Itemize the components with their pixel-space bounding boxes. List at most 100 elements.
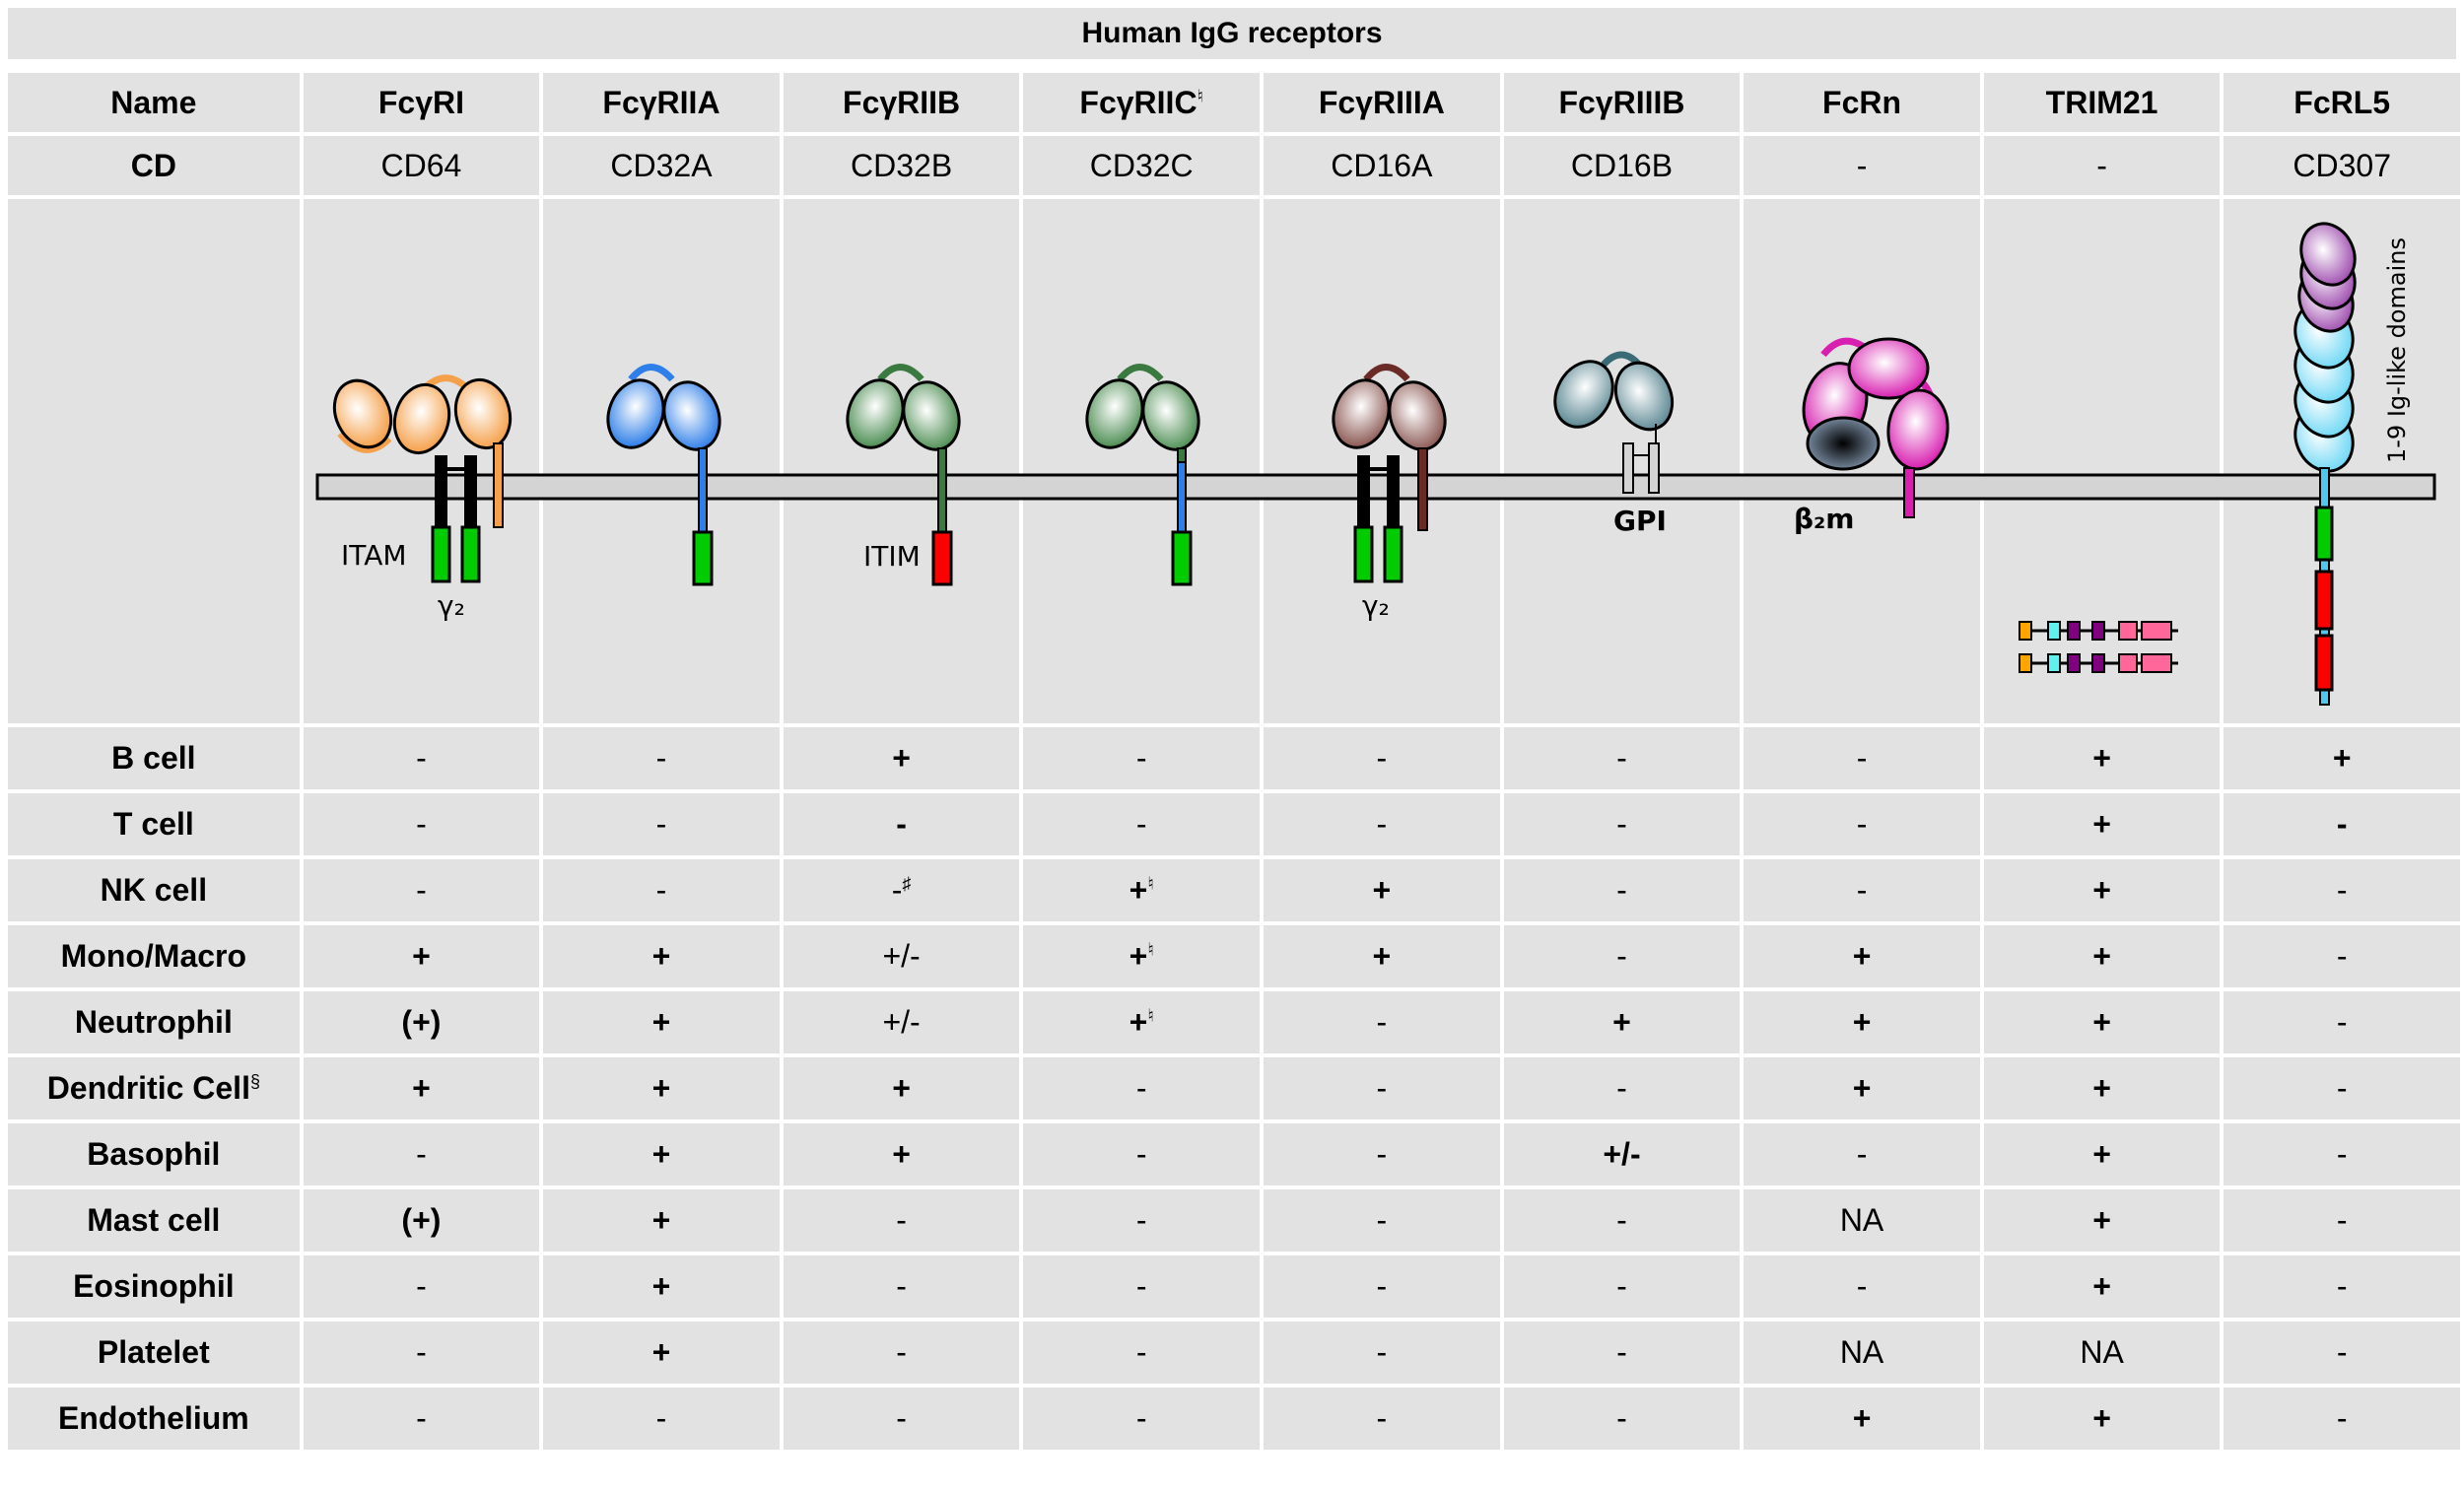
expression-value: + [1983, 1189, 2221, 1252]
expression-symbol: - [1135, 1202, 1147, 1238]
receptor-name: FcRL5 [2293, 84, 2391, 120]
expression-value: - [1503, 1189, 1741, 1252]
expression-value: - [1503, 925, 1741, 987]
expression-symbol: + [2092, 1400, 2111, 1436]
expression-value: - [303, 1388, 540, 1450]
cell-type-label: Mono/Macro [8, 925, 300, 987]
footnote-marker: ♮ [1147, 939, 1154, 960]
expression-value: + [1983, 1123, 2221, 1185]
expression-symbol: + [2092, 806, 2111, 842]
receptor-name: FcγRIIIA [1318, 84, 1445, 120]
expression-symbol: + [651, 1070, 671, 1106]
expression-symbol: + [1852, 938, 1872, 974]
expression-symbol: - [2336, 806, 2348, 842]
expression-value: + [1744, 925, 1980, 987]
expression-symbol: - [416, 872, 427, 908]
cd-value: CD32C [1023, 136, 1261, 195]
expression-symbol: + [1852, 1070, 1872, 1106]
structure-cell [783, 199, 1020, 723]
cd-value: CD16B [1503, 136, 1741, 195]
expression-value: + [1983, 925, 2221, 987]
expression-symbol: + [2092, 1004, 2111, 1040]
expression-symbol: + [2092, 938, 2111, 974]
expression-value: - [543, 727, 780, 789]
expression-value: - [2224, 991, 2460, 1053]
structure-diagram-spacer [8, 199, 300, 723]
expression-symbol: + [651, 1004, 671, 1040]
expression-symbol: NA [2080, 1334, 2124, 1370]
expression-symbol: - [896, 1202, 907, 1238]
structure-cell [1744, 199, 1980, 723]
expression-value: NA [1744, 1321, 1980, 1384]
expression-value: + [2224, 727, 2460, 789]
expression-symbol: - [1616, 1070, 1627, 1106]
receptor-name-header: FcRL5 [2224, 73, 2460, 132]
expression-symbol: - [1376, 740, 1388, 776]
expression-value: - [1023, 1388, 1261, 1450]
expression-value: - [1503, 1321, 1741, 1384]
expression-value: + [1744, 1388, 1980, 1450]
expression-symbol: + [2092, 1070, 2111, 1106]
expression-symbol: - [1616, 1334, 1627, 1370]
expression-value: - [1023, 1321, 1261, 1384]
expression-value: - [303, 1255, 540, 1318]
footnote-marker: § [249, 1071, 260, 1092]
cell-type-name: Mast cell [87, 1202, 221, 1238]
expression-symbol: + [2092, 1136, 2111, 1172]
expression-value: - [303, 1321, 540, 1384]
receptor-name: FcγRIIA [602, 84, 720, 120]
expression-value: - [1503, 1057, 1741, 1119]
cell-type-name: NK cell [100, 872, 208, 908]
expression-value: - [1503, 727, 1741, 789]
expression-value: - [2224, 925, 2460, 987]
expression-symbol: - [1376, 1268, 1388, 1304]
expression-symbol: - [655, 1400, 667, 1436]
expression-value: - [1744, 793, 1980, 855]
table-row: Endothelium------++- [8, 1388, 2460, 1450]
cell-type-label: Mast cell [8, 1189, 300, 1252]
receptor-name: FcRn [1822, 84, 1902, 120]
expression-symbol: - [416, 1136, 427, 1172]
expression-value: +/- [783, 925, 1020, 987]
expression-symbol: + [2332, 740, 2352, 776]
expression-symbol: - [1856, 1136, 1868, 1172]
expression-value: - [1503, 1388, 1741, 1450]
expression-symbol: - [655, 740, 667, 776]
expression-value: - [1264, 793, 1500, 855]
expression-symbol: - [416, 1400, 427, 1436]
cell-type-name: Eosinophil [73, 1268, 235, 1304]
expression-symbol: + [651, 1202, 671, 1238]
cell-type-name: T cell [112, 806, 194, 842]
expression-symbol: - [1856, 806, 1868, 842]
receptor-name-header: FcγRIIIA [1264, 73, 1500, 132]
expression-symbol: +/- [1603, 1136, 1641, 1172]
cell-type-label: T cell [8, 793, 300, 855]
expression-symbol: + [412, 938, 431, 974]
expression-symbol: - [1616, 872, 1627, 908]
expression-value: + [783, 727, 1020, 789]
cd-label: CD [8, 136, 300, 195]
expression-symbol: + [412, 1070, 431, 1106]
expression-symbol: + [1612, 1004, 1631, 1040]
expression-value: - [1503, 859, 1741, 921]
expression-value: - [1503, 1255, 1741, 1318]
structure-cell [1983, 199, 2221, 723]
cell-type-label: Dendritic Cell§ [8, 1057, 300, 1119]
table-row: Mono/Macro+++/-+♮+-++- [8, 925, 2460, 987]
expression-value: + [543, 1057, 780, 1119]
expression-symbol: + [651, 1268, 671, 1304]
expression-value: (+) [303, 991, 540, 1053]
table-row: Mast cell(+)+----NA+- [8, 1189, 2460, 1252]
expression-value: - [1744, 859, 1980, 921]
receptor-name-header: FcRn [1744, 73, 1980, 132]
name-label: Name [8, 73, 300, 132]
cd-value: CD16A [1264, 136, 1500, 195]
receptor-name-header: FcγRIIB [783, 73, 1020, 132]
expression-value: - [303, 727, 540, 789]
expression-symbol: + [1852, 1400, 1872, 1436]
expression-symbol: + [1129, 1004, 1148, 1040]
expression-value: - [2224, 859, 2460, 921]
expression-symbol: + [2092, 1202, 2111, 1238]
expression-value: - [783, 1388, 1020, 1450]
expression-value: + [1983, 1388, 2221, 1450]
